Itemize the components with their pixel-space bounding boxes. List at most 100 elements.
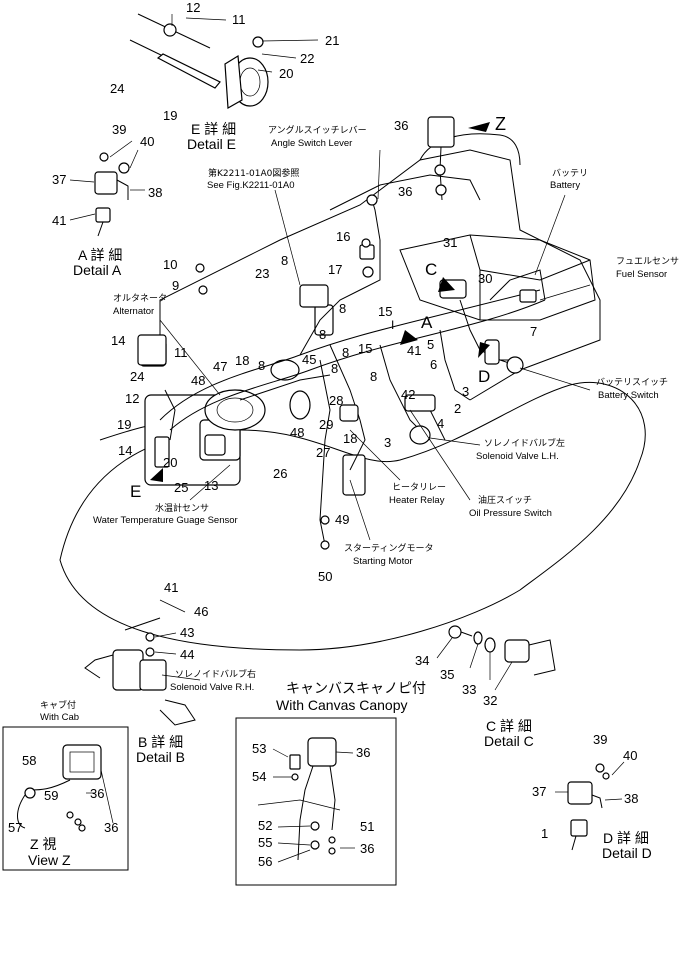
part-number: 55 xyxy=(258,835,272,850)
part-number: 1 xyxy=(541,826,548,841)
detail-c-caption-jp: C 詳 細 xyxy=(486,718,532,734)
part-number: 8 xyxy=(370,369,377,384)
part-number: 20 xyxy=(279,66,293,81)
part-number: 16 xyxy=(336,229,350,244)
part-number: 8 xyxy=(339,301,346,316)
part-number: 37 xyxy=(52,172,66,187)
battery-switch-label: Battery Switch xyxy=(598,390,659,401)
heater-relay-label: Heater Relay xyxy=(389,495,445,506)
part-number: 9 xyxy=(172,278,179,293)
detail-d-caption-jp: D 詳 細 xyxy=(603,830,649,846)
oil-pressure-label-jp: 油圧スイッチ xyxy=(478,494,532,506)
battery-switch-label-jp: バッテリスイッチ xyxy=(596,377,668,388)
part-number: 48 xyxy=(191,373,205,388)
part-number: 3 xyxy=(384,435,391,450)
part-number: 18 xyxy=(235,353,249,368)
part-number: 29 xyxy=(319,417,333,432)
part-number: 12 xyxy=(125,391,139,406)
part-number: 19 xyxy=(163,108,177,123)
letter-d: D xyxy=(478,367,490,386)
part-number: 8 xyxy=(258,358,265,373)
detail-e-caption: Detail E xyxy=(187,136,236,152)
part-number: 7 xyxy=(530,324,537,339)
detail-e-caption-jp: E 詳 細 xyxy=(191,121,236,137)
part-number: 20 xyxy=(163,455,177,470)
part-number: 3 xyxy=(462,384,469,399)
part-number: 40 xyxy=(623,748,637,763)
part-number: 52 xyxy=(258,818,272,833)
part-number: 38 xyxy=(148,185,162,200)
part-number: 33 xyxy=(462,682,476,697)
part-number: 18 xyxy=(343,431,357,446)
part-number: 58 xyxy=(22,753,36,768)
part-number: 42 xyxy=(401,387,415,402)
part-number: 28 xyxy=(329,393,343,408)
detail-d-caption: Detail D xyxy=(602,845,652,861)
part-number: 30 xyxy=(478,271,492,286)
starting-motor-label-jp: スターティングモータ xyxy=(344,542,433,554)
part-number: 12 xyxy=(186,0,200,15)
part-number: 47 xyxy=(213,359,227,374)
part-number: 10 xyxy=(163,257,177,272)
detail-d-drawing xyxy=(555,761,625,851)
part-number: 48 xyxy=(290,425,304,440)
part-numbers: 12 11 21 22 20 24 19 39 40 37 38 41 36 3… xyxy=(8,0,638,869)
water-temp-label-jp: 水温計センサ xyxy=(155,502,209,514)
part-number: 26 xyxy=(273,466,287,481)
see-fig-label: See Fig.K2211-01A0 xyxy=(207,180,295,191)
part-number: 40 xyxy=(140,134,154,149)
part-number: 41 xyxy=(407,343,421,358)
letter-c: C xyxy=(425,260,437,279)
battery-label: Battery xyxy=(550,180,580,191)
heater-relay-label-jp: ヒータリレー xyxy=(392,482,446,493)
part-number: 49 xyxy=(335,512,349,527)
part-number: 36 xyxy=(360,841,374,856)
part-number: 14 xyxy=(111,333,125,348)
part-number: 32 xyxy=(483,693,497,708)
part-number: 25 xyxy=(174,480,188,495)
battery-label-jp: バッテリ xyxy=(552,168,588,179)
part-number: 4 xyxy=(437,416,444,431)
part-number: 34 xyxy=(415,653,429,668)
part-number: 41 xyxy=(52,213,66,228)
part-number: 39 xyxy=(112,122,126,137)
part-number: 2 xyxy=(454,401,461,416)
angle-switch-label: Angle Switch Lever xyxy=(271,138,352,149)
part-number: 22 xyxy=(300,51,314,66)
detail-a-caption: Detail A xyxy=(73,262,122,278)
part-number: 5 xyxy=(427,337,434,352)
part-number: 8 xyxy=(281,253,288,268)
alternator-label-jp: オルタネータ xyxy=(113,293,167,304)
part-number: 53 xyxy=(252,741,266,756)
part-number: 8 xyxy=(331,361,338,376)
see-fig-label-jp: 第K2211-01A0図参照 xyxy=(208,167,299,179)
canopy-drawing xyxy=(235,717,397,886)
part-number: 36 xyxy=(356,745,370,760)
view-letters: Z C A D E I xyxy=(130,114,506,501)
part-number: 51 xyxy=(360,819,374,834)
alternator-label: Alternator xyxy=(113,306,154,317)
angle-switch-label-jp: アングルスイッチレバー xyxy=(268,124,367,136)
water-temp-label: Water Temperature Guage Sensor xyxy=(93,515,238,526)
oil-pressure-label: Oil Pressure Switch xyxy=(469,508,552,519)
part-number: 8 xyxy=(319,327,326,342)
detail-b-drawing xyxy=(84,599,201,726)
detail-c-drawing xyxy=(436,625,556,691)
part-number: 27 xyxy=(316,445,330,460)
detail-e-drawing xyxy=(129,13,319,109)
canopy-caption-jp: キャンバスキャノピ付 xyxy=(286,680,426,696)
part-number: 46 xyxy=(194,604,208,619)
solenoid-valve-lh-label-jp: ソレノイドバルブ左 xyxy=(484,437,565,449)
letter-a: A xyxy=(421,313,433,332)
part-number: 36 xyxy=(398,184,412,199)
part-number: 36 xyxy=(394,118,408,133)
part-number: 56 xyxy=(258,854,272,869)
part-number: 24 xyxy=(110,81,124,96)
part-number: 35 xyxy=(440,667,454,682)
fuel-sensor-label: Fuel Sensor xyxy=(616,269,667,280)
part-number: 8 xyxy=(342,345,349,360)
part-number: 57 xyxy=(8,820,22,835)
fuel-sensor-label-jp: フュエルセンサ xyxy=(616,256,679,267)
part-number: 50 xyxy=(318,569,332,584)
